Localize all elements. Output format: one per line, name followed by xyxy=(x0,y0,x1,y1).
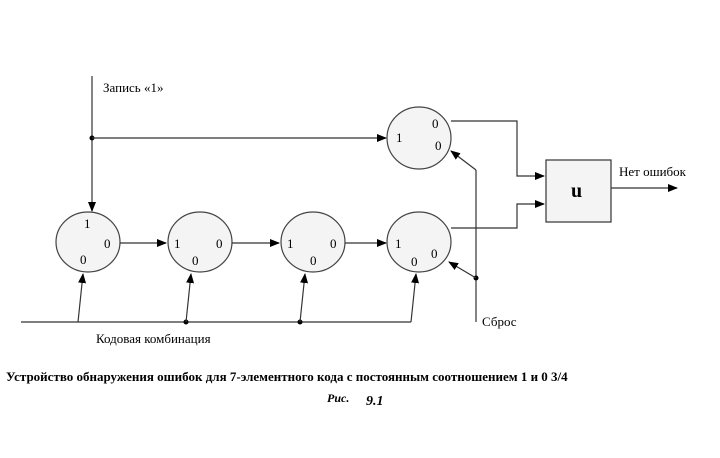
figure-prefix: Рис. xyxy=(327,391,349,405)
cell-2-bit-reset: 0 xyxy=(192,253,199,268)
cell-2-bit-out: 0 xyxy=(216,236,223,251)
cell-4-to-gate xyxy=(451,200,545,229)
figure-caption: Устройство обнаружения ошибок для 7-элем… xyxy=(6,369,568,384)
cell-top-bit-out: 0 xyxy=(432,116,439,131)
top-cell-to-gate xyxy=(451,120,545,180)
cell-4: 1 0 0 xyxy=(386,211,452,273)
bus-to-cell-3 xyxy=(299,273,309,323)
figure-number: 9.1 xyxy=(366,394,384,409)
cell-1-bit-in: 1 xyxy=(84,216,91,231)
cell-top-bit-in: 1 xyxy=(396,130,403,145)
cell-2-bit-in: 1 xyxy=(174,236,181,251)
cell-4-bit-in: 1 xyxy=(395,236,402,251)
bus-to-cell-2 xyxy=(185,273,195,323)
and-gate-label: u xyxy=(571,180,582,202)
cell-top-bit-reset: 0 xyxy=(435,138,442,153)
cell-1-bit-reset: 0 xyxy=(80,252,87,267)
no-errors-label: Нет ошибок xyxy=(619,164,687,179)
reset-to-cell-4 xyxy=(448,261,477,279)
cell-4-bit-reset: 0 xyxy=(411,254,418,269)
cell-3: 1 0 0 xyxy=(280,211,346,273)
cell-3-bit-reset: 0 xyxy=(310,253,317,268)
bus-to-cell-4 xyxy=(410,273,420,323)
cell-1-bit-out: 0 xyxy=(104,236,111,251)
and-gate xyxy=(545,159,612,223)
cell-2: 1 0 0 xyxy=(167,211,233,273)
code-combination-label: Кодовая комбинация xyxy=(96,331,211,346)
cell-4-bit-out: 0 xyxy=(431,246,438,261)
reset-label: Сброс xyxy=(482,314,517,329)
cell-3-bit-in: 1 xyxy=(287,236,294,251)
bus-to-cell-1 xyxy=(77,273,87,323)
cell-top: 1 0 0 xyxy=(386,106,452,170)
cell-1: 1 0 0 xyxy=(55,211,121,273)
reset-to-top-cell xyxy=(450,150,477,171)
cell-3-bit-out: 0 xyxy=(330,236,337,251)
write-one-label: Запись «1» xyxy=(103,80,163,95)
